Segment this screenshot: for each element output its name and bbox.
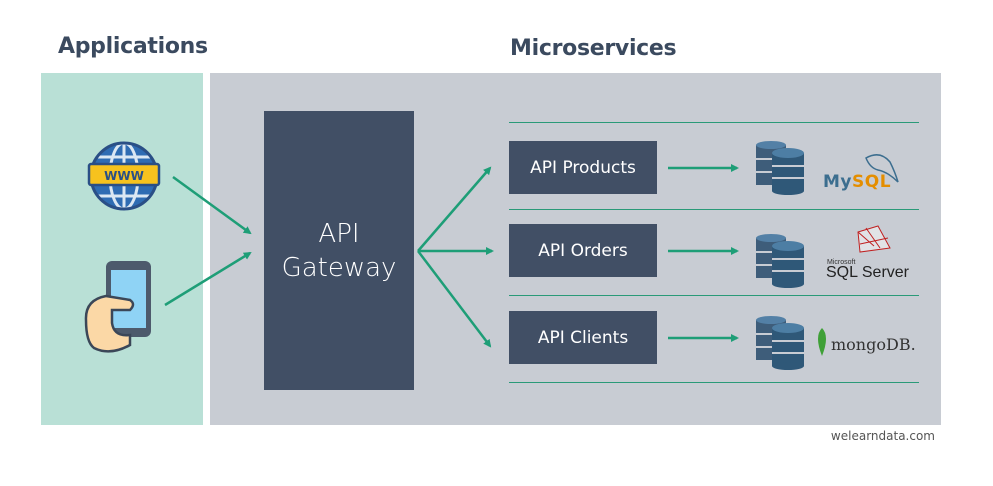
mysql-logo-main: My: [823, 172, 852, 192]
database-icon: [756, 234, 804, 288]
database-icon: [756, 141, 804, 195]
mongodb-leaf-icon: [818, 328, 826, 356]
sql-server-logo: SQL Server: [826, 264, 909, 281]
globe-icon: WWW: [87, 141, 161, 211]
globe-www-text: WWW: [104, 169, 144, 183]
gateway-label-line1: API: [318, 218, 360, 249]
database-icon: [756, 316, 804, 370]
gateway-label-line2: Gateway: [281, 252, 397, 283]
microsoft-text: Microsoft: [827, 259, 856, 266]
api-products-label: API Products: [530, 157, 636, 178]
api-orders-box: API Orders: [509, 224, 657, 277]
microservices-heading: Microservices: [510, 36, 677, 61]
mysql-logo-accent: SQL: [852, 172, 892, 192]
separator-line: [509, 209, 919, 210]
sql-server-logo-icon: [857, 225, 891, 253]
applications-heading: Applications: [58, 34, 208, 59]
api-clients-box: API Clients: [509, 311, 657, 364]
mongodb-logo: mongoDB.: [831, 335, 916, 354]
footer-credit: welearndata.com: [830, 429, 935, 443]
separator-line: [509, 295, 919, 296]
phone-in-hand-icon: [84, 261, 151, 353]
mysql-logo: MySQL: [823, 172, 891, 192]
dolphin-icon: [865, 154, 899, 183]
separator-line: [509, 382, 919, 383]
applications-panel: [41, 73, 203, 425]
api-gateway-box: API Gateway: [264, 111, 414, 390]
api-products-box: API Products: [509, 141, 657, 194]
api-orders-label: API Orders: [538, 240, 628, 261]
separator-line: [509, 122, 919, 123]
api-clients-label: API Clients: [537, 327, 629, 348]
